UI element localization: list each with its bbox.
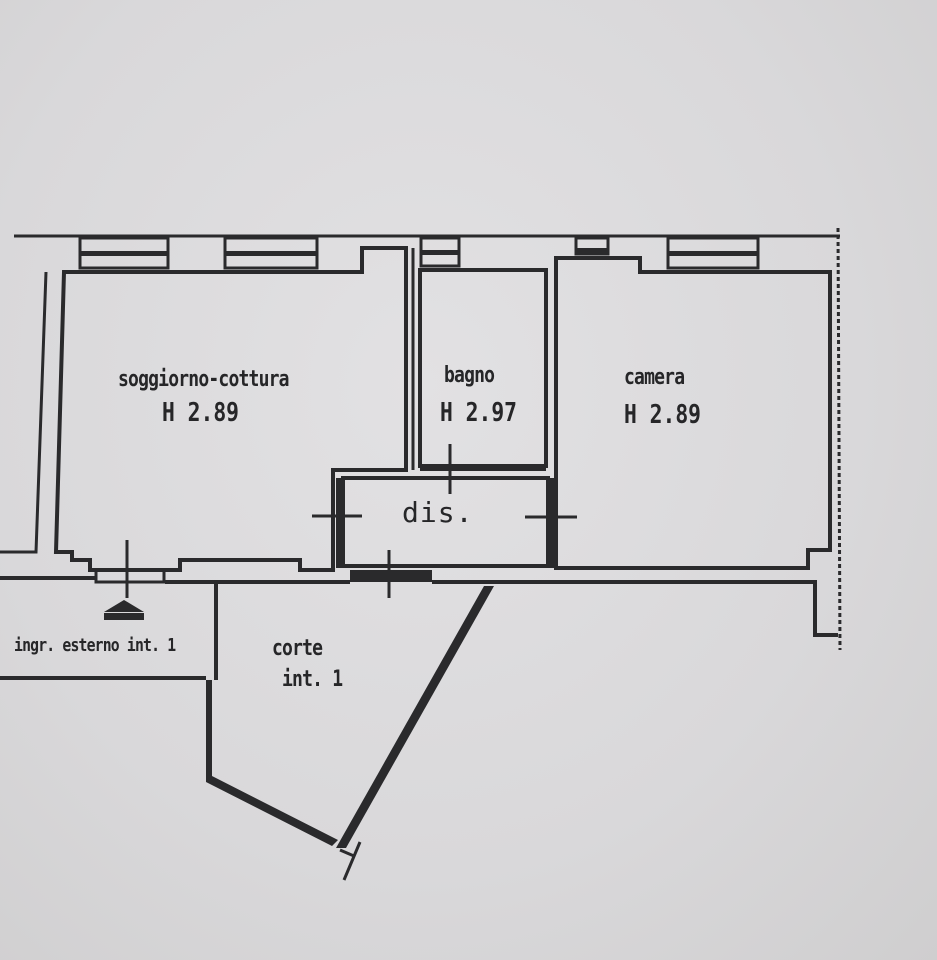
entrance-door-opening	[94, 568, 166, 584]
room-height-camera: H 2.89	[624, 400, 702, 430]
room-name-disimpegno: dis.	[402, 496, 474, 529]
room-sub-corte: int. 1	[282, 667, 343, 692]
room-height-bagno: H 2.97	[440, 398, 518, 428]
room-name-soggiorno: soggiorno-cottura	[118, 367, 290, 392]
corte-diagonal-wall	[336, 586, 494, 848]
room-name-corte: corte	[272, 636, 323, 661]
window-bagno	[419, 236, 461, 268]
corte-gate-end	[339, 841, 362, 881]
dis-top-hatch	[420, 464, 546, 471]
right-boundary-line	[836, 227, 842, 651]
room-name-bagno: bagno	[444, 363, 495, 388]
window-soggiorno-2	[223, 236, 319, 270]
camera-walls	[554, 256, 832, 570]
corte-door-threshold	[350, 570, 432, 582]
window-camera-small	[574, 236, 610, 256]
corte-left-wall	[206, 680, 338, 846]
dis-left-hatch	[336, 478, 343, 568]
window-camera	[666, 236, 760, 270]
room-name-camera: camera	[624, 365, 685, 390]
dis-right-hatch	[548, 478, 555, 568]
bottom-outer-wall	[0, 576, 838, 637]
left-outer-wall	[0, 271, 48, 554]
entrance-arrow-icon	[104, 600, 144, 620]
room-height-soggiorno: H 2.89	[162, 398, 240, 428]
window-soggiorno-1	[78, 236, 170, 270]
soggiorno-walls	[53, 246, 408, 572]
entrance-label: ingr. esterno int. 1	[14, 635, 176, 656]
